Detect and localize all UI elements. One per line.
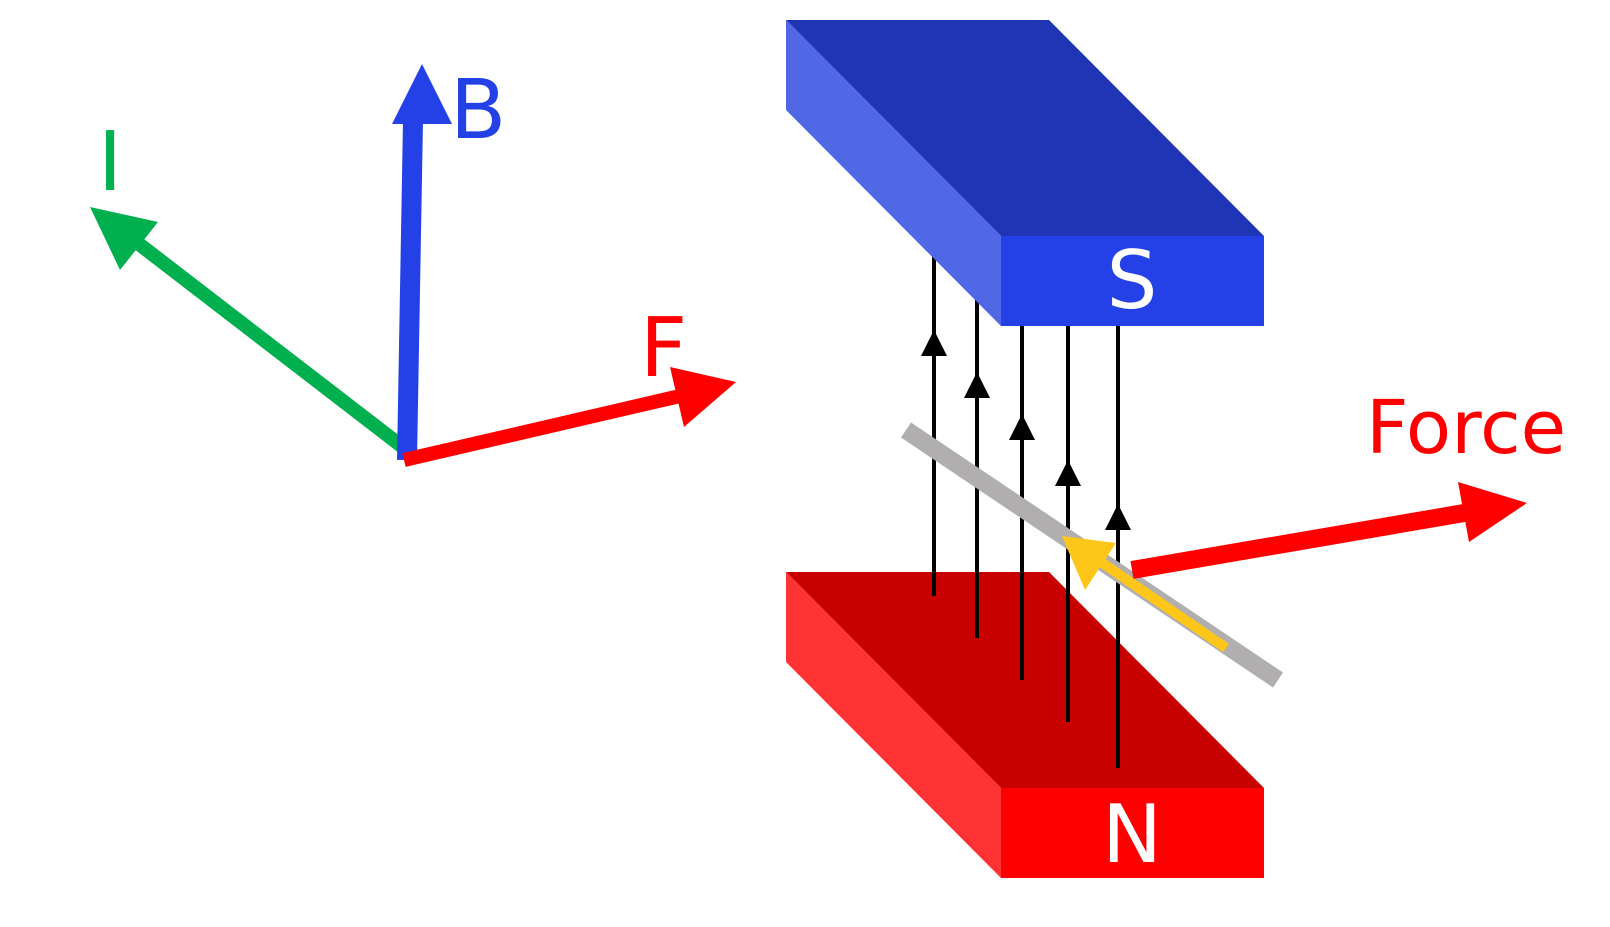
field-line-arrowhead-2 [964, 372, 990, 398]
north-pole-label: N [1102, 788, 1162, 881]
north-magnet: N [786, 572, 1264, 881]
force-arrow-head [1458, 482, 1527, 542]
force-vector-shaft [402, 389, 682, 467]
magnet-apparatus: N S Force [786, 20, 1566, 881]
south-magnet-top-face [786, 20, 1264, 236]
current-vector-arrowhead [90, 207, 158, 270]
force-vector-arrowhead [670, 367, 736, 427]
north-magnet-front-face [1001, 788, 1264, 878]
field-line-arrowhead-5 [1105, 504, 1131, 530]
field-line-arrowhead-4 [1055, 460, 1081, 486]
field-label: B [450, 63, 506, 158]
south-pole-label: S [1107, 234, 1158, 327]
field-vector-shaft [397, 119, 423, 461]
south-magnet-side-face [786, 20, 1001, 326]
field-line-arrowhead-1 [921, 330, 947, 356]
current-arrow-head [1062, 536, 1116, 590]
force-arrow-shaft [1130, 503, 1472, 579]
force-arrow-label: Force [1366, 385, 1566, 471]
north-magnet-side-face [786, 572, 1001, 878]
force-label: F [640, 301, 687, 396]
vector-triad: I B F [90, 63, 736, 467]
north-magnet-top-face [786, 572, 1264, 788]
south-magnet-front-face [1001, 236, 1264, 326]
field-line-arrowhead-3 [1009, 414, 1035, 440]
current-vector-shaft [121, 228, 409, 454]
current-label: I [98, 115, 122, 210]
current-arrow-shaft [1095, 555, 1229, 653]
south-magnet: S [786, 20, 1264, 327]
field-vector-arrowhead [392, 64, 452, 124]
field-lines [921, 240, 1131, 768]
